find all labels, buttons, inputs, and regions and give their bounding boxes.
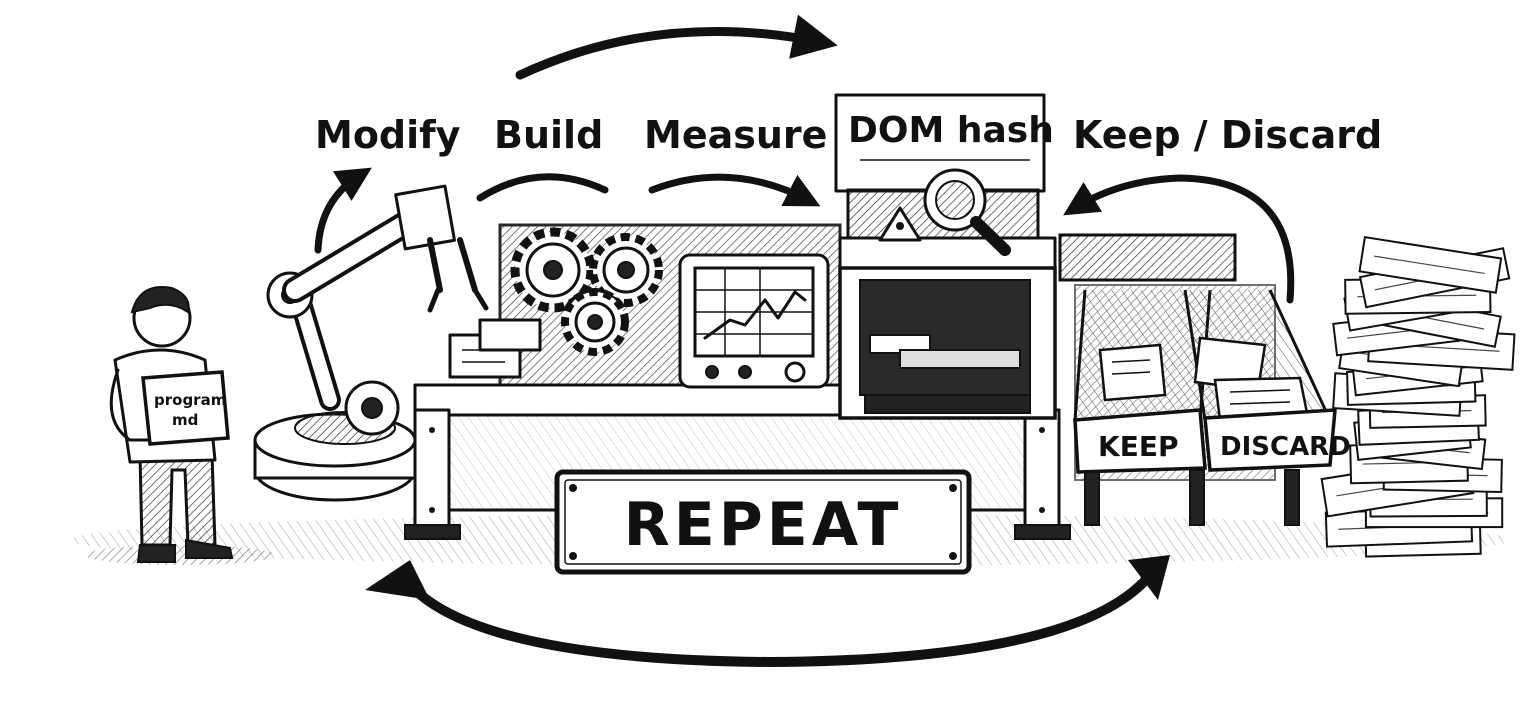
step-dom-hash-label: DOM hash <box>848 110 1054 151</box>
bottom-arrow-head-right <box>1128 555 1170 600</box>
magnifier-icon <box>923 168 1011 256</box>
discard-bin: DISCARD <box>1183 289 1351 472</box>
discard-bin-label: DISCARD <box>1220 432 1351 462</box>
keep-bin-label: KEEP <box>1098 430 1178 463</box>
lock-icon <box>878 206 922 242</box>
step-measure-label: Measure <box>644 113 827 157</box>
robotic-arm-icon <box>253 184 489 502</box>
build-device <box>448 318 542 379</box>
box-label-line2: md <box>172 411 198 429</box>
paper-text-line <box>1373 255 1485 275</box>
hash-press-icon <box>838 168 1057 420</box>
step-modify-label: Modify <box>315 113 461 157</box>
measure-arrow <box>648 173 821 207</box>
step-build-label: Build <box>494 113 603 157</box>
keep-discard-arrow <box>1063 174 1295 304</box>
chart-monitor-icon <box>678 253 830 389</box>
step-keep-discard-label: Keep / Discard <box>1073 113 1382 157</box>
program-md-box: program md <box>141 370 230 446</box>
repeat-label: REPEAT <box>624 490 903 560</box>
keep-bin: KEEP <box>1073 289 1212 474</box>
repeat-banner: REPEAT <box>554 469 972 575</box>
top-cycle-arrow <box>515 14 838 80</box>
paper-stack-icon <box>1320 236 1516 558</box>
bottom-cycle-arrow <box>405 570 1155 668</box>
box-label-line1: program <box>154 391 226 409</box>
gears-icon <box>510 227 663 356</box>
build-arrow <box>476 173 609 202</box>
modify-arrow <box>314 167 372 254</box>
bottom-arrow-head-left <box>365 560 430 600</box>
